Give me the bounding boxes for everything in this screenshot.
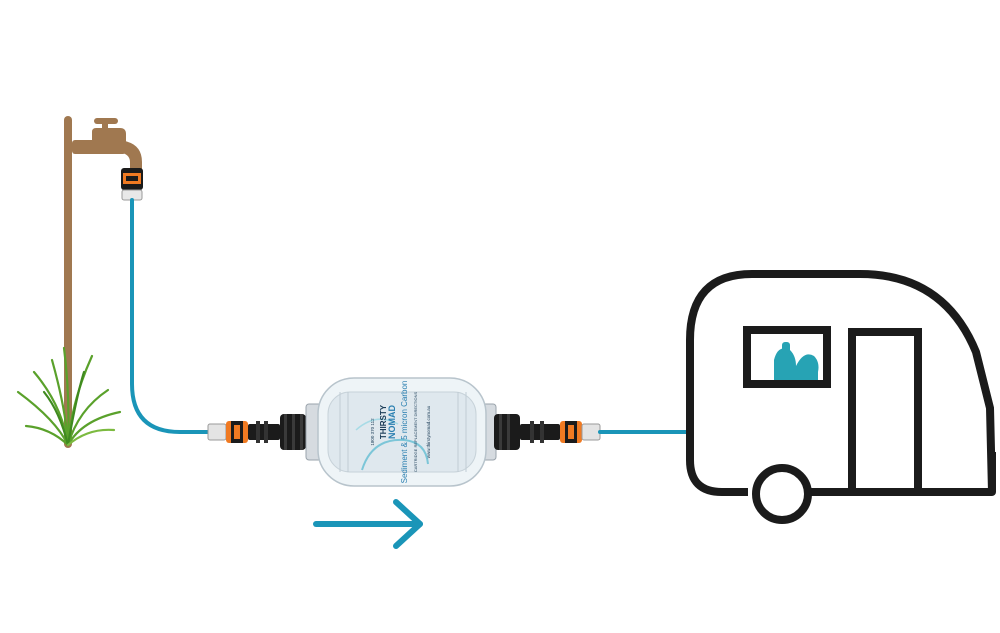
flow-arrow-icon — [313, 499, 423, 549]
filter-cartridge-text: CARTRIDGE REPLACEMENT DIRECTIONS — [413, 392, 418, 473]
tap-hose-connector-icon — [121, 168, 143, 201]
filter-brand-line2: NOMAD — [387, 405, 397, 439]
water-filter-icon: THIRSTY NOMAD Sediment & 5 micron Carbon… — [305, 377, 497, 487]
filter-website: www.thirstynomad.com.au — [426, 405, 431, 458]
filter-phone: 1800 370 112 — [370, 418, 375, 446]
caravan-icon — [686, 270, 996, 524]
filter-main-text: Sediment & 5 micron Carbon — [400, 381, 409, 484]
outlet-hose-connector-icon — [494, 414, 601, 450]
grass-icon — [16, 346, 122, 447]
filter-brand-line1: THIRSTY — [379, 404, 388, 439]
caravan-window-image — [773, 342, 823, 380]
inlet-hose-connector-icon — [207, 414, 306, 450]
hose-inlet — [130, 198, 214, 434]
